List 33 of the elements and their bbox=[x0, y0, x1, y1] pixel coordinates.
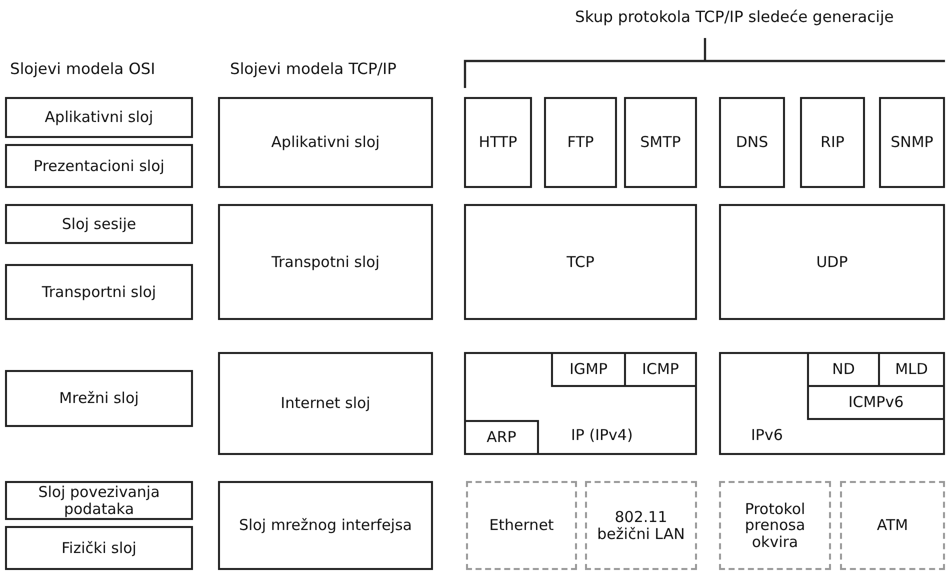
layer-box: Transportni sloj bbox=[5, 264, 193, 320]
protocol-box: HTTP bbox=[464, 97, 532, 188]
protocol-box: Ethernet bbox=[466, 481, 577, 570]
layer-box: Sloj sesije bbox=[5, 204, 193, 244]
layer-box: Aplikativni sloj bbox=[5, 97, 193, 138]
protocol-box: ICMPv6 bbox=[807, 385, 945, 420]
layer-box: Internet sloj bbox=[218, 352, 433, 455]
column-heading: Slojevi modela OSI bbox=[10, 60, 156, 78]
layer-box: Sloj mrežnog interfejsa bbox=[218, 481, 433, 570]
layer-box: Transpotni sloj bbox=[218, 204, 433, 320]
protocol-label: IP (IPv4) bbox=[571, 427, 633, 444]
protocol-label: IPv6 bbox=[751, 427, 783, 444]
protocol-box: IGMP bbox=[551, 352, 626, 387]
layer-box: Fizički sloj bbox=[5, 526, 193, 570]
protocol-box: TCP bbox=[464, 204, 697, 320]
protocol-box: ARP bbox=[464, 420, 539, 455]
protocol-box: 802.11 bežični LAN bbox=[585, 481, 697, 570]
bracket-title: Skup protokola TCP/IP sledeće generacije bbox=[575, 8, 894, 26]
protocol-box: DNS bbox=[719, 97, 785, 188]
column-heading: Slojevi modela TCP/IP bbox=[230, 60, 396, 78]
protocol-box bbox=[464, 352, 697, 455]
protocol-box: RIP bbox=[800, 97, 865, 188]
protocol-box bbox=[719, 352, 945, 455]
protocol-box: SNMP bbox=[879, 97, 945, 188]
layer-box: Prezentacioni sloj bbox=[5, 144, 193, 188]
protocol-box: FTP bbox=[544, 97, 617, 188]
protocol-box: Protokol prenosa okvira bbox=[719, 481, 831, 570]
protocol-box: ATM bbox=[840, 481, 945, 570]
protocol-box: UDP bbox=[719, 204, 945, 320]
layer-box: Aplikativni sloj bbox=[218, 97, 433, 188]
layer-box: Sloj povezivanja podataka bbox=[5, 481, 193, 520]
protocol-box: SMTP bbox=[624, 97, 697, 188]
layer-box: Mrežni sloj bbox=[5, 370, 193, 427]
